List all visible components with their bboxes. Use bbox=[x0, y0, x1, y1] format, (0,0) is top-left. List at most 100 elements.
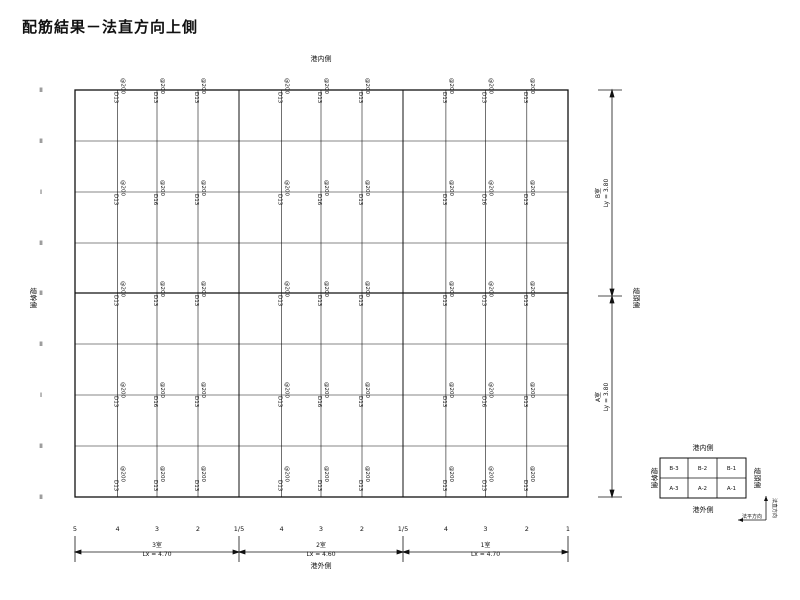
row-mark: I bbox=[40, 392, 42, 399]
bar-spec-pitch: @200 bbox=[448, 382, 454, 398]
bar-spec-diameter: D13 bbox=[277, 396, 283, 408]
bar-spec-diameter: D13 bbox=[152, 92, 158, 104]
bar-spec-diameter: D13 bbox=[441, 480, 447, 492]
bar-spec-diameter: D13 bbox=[357, 295, 363, 307]
bar-spec-pitch: @200 bbox=[529, 78, 535, 94]
bar-spec-diameter: D13 bbox=[522, 92, 528, 104]
key-right: 堤頭側 bbox=[753, 468, 762, 489]
bar-spec-label: D13@200 bbox=[193, 466, 206, 492]
left-side-label: 堤幹側 bbox=[29, 288, 38, 309]
bar-spec-pitch: @200 bbox=[159, 466, 165, 482]
bar-spec-pitch: @200 bbox=[159, 382, 165, 398]
bar-spec-pitch: @200 bbox=[488, 466, 494, 482]
bar-spec-label: D13@200 bbox=[441, 382, 454, 408]
bar-spec-diameter: D13 bbox=[193, 396, 199, 408]
rebar-lines bbox=[117, 90, 528, 497]
bar-spec-pitch: @200 bbox=[364, 382, 370, 398]
tick-label: 3 bbox=[155, 525, 159, 533]
bar-spec-label: D13@200 bbox=[277, 466, 290, 492]
bar-spec-pitch: @200 bbox=[159, 180, 165, 196]
key-cell: B-1 bbox=[727, 466, 736, 472]
key-cell: A-3 bbox=[669, 486, 679, 492]
bar-spec-diameter: D13 bbox=[193, 92, 199, 104]
bar-spec-label: D13@200 bbox=[193, 281, 206, 307]
right-dim-ly: Ly = 3.80 bbox=[603, 179, 610, 208]
tick-label: 2 bbox=[196, 525, 200, 533]
page-title: 配筋結果－法直方向上側 bbox=[22, 18, 199, 36]
bar-spec-pitch: @200 bbox=[488, 78, 494, 94]
bar-spec-label: D13@200 bbox=[441, 78, 454, 104]
bar-spec-pitch: @200 bbox=[159, 78, 165, 94]
key-title: 港内側 bbox=[693, 443, 714, 452]
bar-spec-label: D16@200 bbox=[316, 382, 329, 408]
bar-spec-diameter: D13 bbox=[441, 92, 447, 104]
bar-spec-label: D13@200 bbox=[481, 78, 494, 104]
bar-spec-pitch: @200 bbox=[323, 281, 329, 297]
tick-label: 4 bbox=[280, 525, 284, 533]
bar-spec-label: D13@200 bbox=[113, 78, 126, 104]
bar-spec-pitch: @200 bbox=[200, 180, 206, 196]
bar-spec-diameter: D13 bbox=[441, 396, 447, 408]
bar-spec-label: D13@200 bbox=[357, 281, 370, 307]
bar-spec-diameter: D16 bbox=[152, 396, 158, 408]
room-name: 1室 bbox=[481, 541, 491, 549]
bar-spec-label: D16@200 bbox=[152, 382, 165, 408]
bar-spec-label: D13@200 bbox=[193, 180, 206, 206]
key-bottom: 港外側 bbox=[693, 505, 714, 514]
bar-spec-diameter: D13 bbox=[113, 194, 119, 206]
key-cell: B-2 bbox=[698, 466, 707, 472]
bar-spec-diameter: D13 bbox=[277, 480, 283, 492]
key-axis-x: 法平方向 bbox=[742, 513, 762, 520]
bar-spec-diameter: D13 bbox=[357, 480, 363, 492]
row-mark: I bbox=[40, 189, 42, 196]
bar-spec-diameter: D13 bbox=[193, 480, 199, 492]
room-name: 2室 bbox=[316, 541, 326, 549]
tick-label: 2 bbox=[525, 525, 529, 533]
row-mark: II bbox=[39, 494, 43, 501]
bar-spec-label: D13@200 bbox=[277, 180, 290, 206]
bar-spec-pitch: @200 bbox=[200, 466, 206, 482]
tick-label: 3 bbox=[319, 525, 323, 533]
bar-spec-diameter: D13 bbox=[277, 92, 283, 104]
bar-spec-diameter: D13 bbox=[316, 480, 322, 492]
bar-spec-label: D13@200 bbox=[152, 466, 165, 492]
bar-spec-diameter: D13 bbox=[152, 295, 158, 307]
bar-spec-label: D13@200 bbox=[277, 382, 290, 408]
bar-spec-label: D13@200 bbox=[193, 78, 206, 104]
bar-spec-label: D13@200 bbox=[113, 281, 126, 307]
bar-spec-label: D13@200 bbox=[277, 78, 290, 104]
bar-spec-pitch: @200 bbox=[323, 78, 329, 94]
bar-spec-diameter: D16 bbox=[316, 194, 322, 206]
bar-spec-pitch: @200 bbox=[284, 180, 290, 196]
bar-spec-label: D13@200 bbox=[316, 466, 329, 492]
bar-spec-diameter: D13 bbox=[357, 92, 363, 104]
bar-spec-pitch: @200 bbox=[488, 180, 494, 196]
bar-spec-diameter: D13 bbox=[522, 396, 528, 408]
bar-spec-label: D13@200 bbox=[522, 78, 535, 104]
bar-spec-pitch: @200 bbox=[323, 382, 329, 398]
bar-spec-diameter: D13 bbox=[357, 396, 363, 408]
room-lx: Lx = 4.70 bbox=[471, 551, 500, 558]
bar-spec-pitch: @200 bbox=[529, 466, 535, 482]
bar-spec-diameter: D13 bbox=[193, 194, 199, 206]
bar-spec-diameter: D13 bbox=[357, 194, 363, 206]
bar-spec-pitch: @200 bbox=[284, 466, 290, 482]
bar-spec-pitch: @200 bbox=[529, 180, 535, 196]
bar-spec-pitch: @200 bbox=[120, 466, 126, 482]
tick-label: 3 bbox=[483, 525, 487, 533]
bar-spec-pitch: @200 bbox=[159, 281, 165, 297]
bar-spec-diameter: D13 bbox=[481, 295, 487, 307]
row-mark: II bbox=[39, 290, 43, 297]
top-side-label: 港内側 bbox=[311, 54, 332, 63]
bar-spec-pitch: @200 bbox=[448, 78, 454, 94]
bar-spec-pitch: @200 bbox=[284, 382, 290, 398]
bar-spec-label: D13@200 bbox=[277, 281, 290, 307]
bar-spec-label: D13@200 bbox=[357, 382, 370, 408]
bar-spec-pitch: @200 bbox=[529, 382, 535, 398]
